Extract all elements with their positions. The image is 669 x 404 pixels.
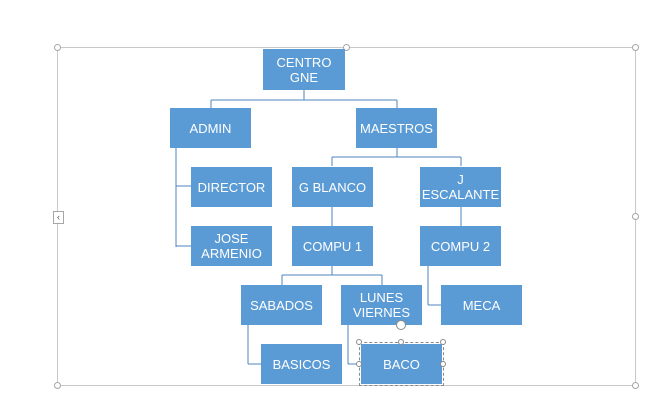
node-admin[interactable]: ADMIN — [170, 108, 251, 148]
node-meca[interactable]: MECA — [441, 285, 522, 325]
frame-handle-tr[interactable] — [632, 44, 639, 51]
selection-handle[interactable] — [440, 361, 446, 367]
selection-handle[interactable] — [398, 339, 404, 345]
frame-handle-mr[interactable] — [632, 213, 639, 220]
frame-handle-tl[interactable] — [54, 44, 61, 51]
node-maestros[interactable]: MAESTROS — [356, 108, 437, 148]
node-compu-2[interactable]: COMPU 2 — [420, 226, 501, 266]
node-centro-gne[interactable]: CENTRO GNE — [263, 49, 345, 90]
node-baco[interactable]: BACO — [359, 342, 444, 386]
text-pane-toggle-icon[interactable]: ‹ — [53, 211, 64, 224]
frame-handle-br[interactable] — [632, 382, 639, 389]
selection-handle[interactable] — [356, 361, 362, 367]
node-director[interactable]: DIRECTOR — [191, 167, 272, 207]
frame-handle-tm[interactable] — [343, 44, 350, 51]
node-j-escalante[interactable]: J ESCALANTE — [420, 167, 501, 207]
node-g-blanco[interactable]: G BLANCO — [292, 167, 373, 207]
selection-handle[interactable] — [356, 339, 362, 345]
node-lunes-viernes[interactable]: LUNES VIERNES — [341, 285, 422, 325]
frame-handle-bl[interactable] — [54, 382, 61, 389]
node-sabados[interactable]: SABADOS — [241, 285, 322, 325]
rotate-handle-icon[interactable] — [396, 320, 406, 330]
node-jose-armenio[interactable]: JOSE ARMENIO — [191, 226, 272, 266]
node-compu-1[interactable]: COMPU 1 — [292, 226, 373, 266]
selection-handle[interactable] — [440, 339, 446, 345]
node-basicos[interactable]: BASICOS — [261, 344, 342, 384]
